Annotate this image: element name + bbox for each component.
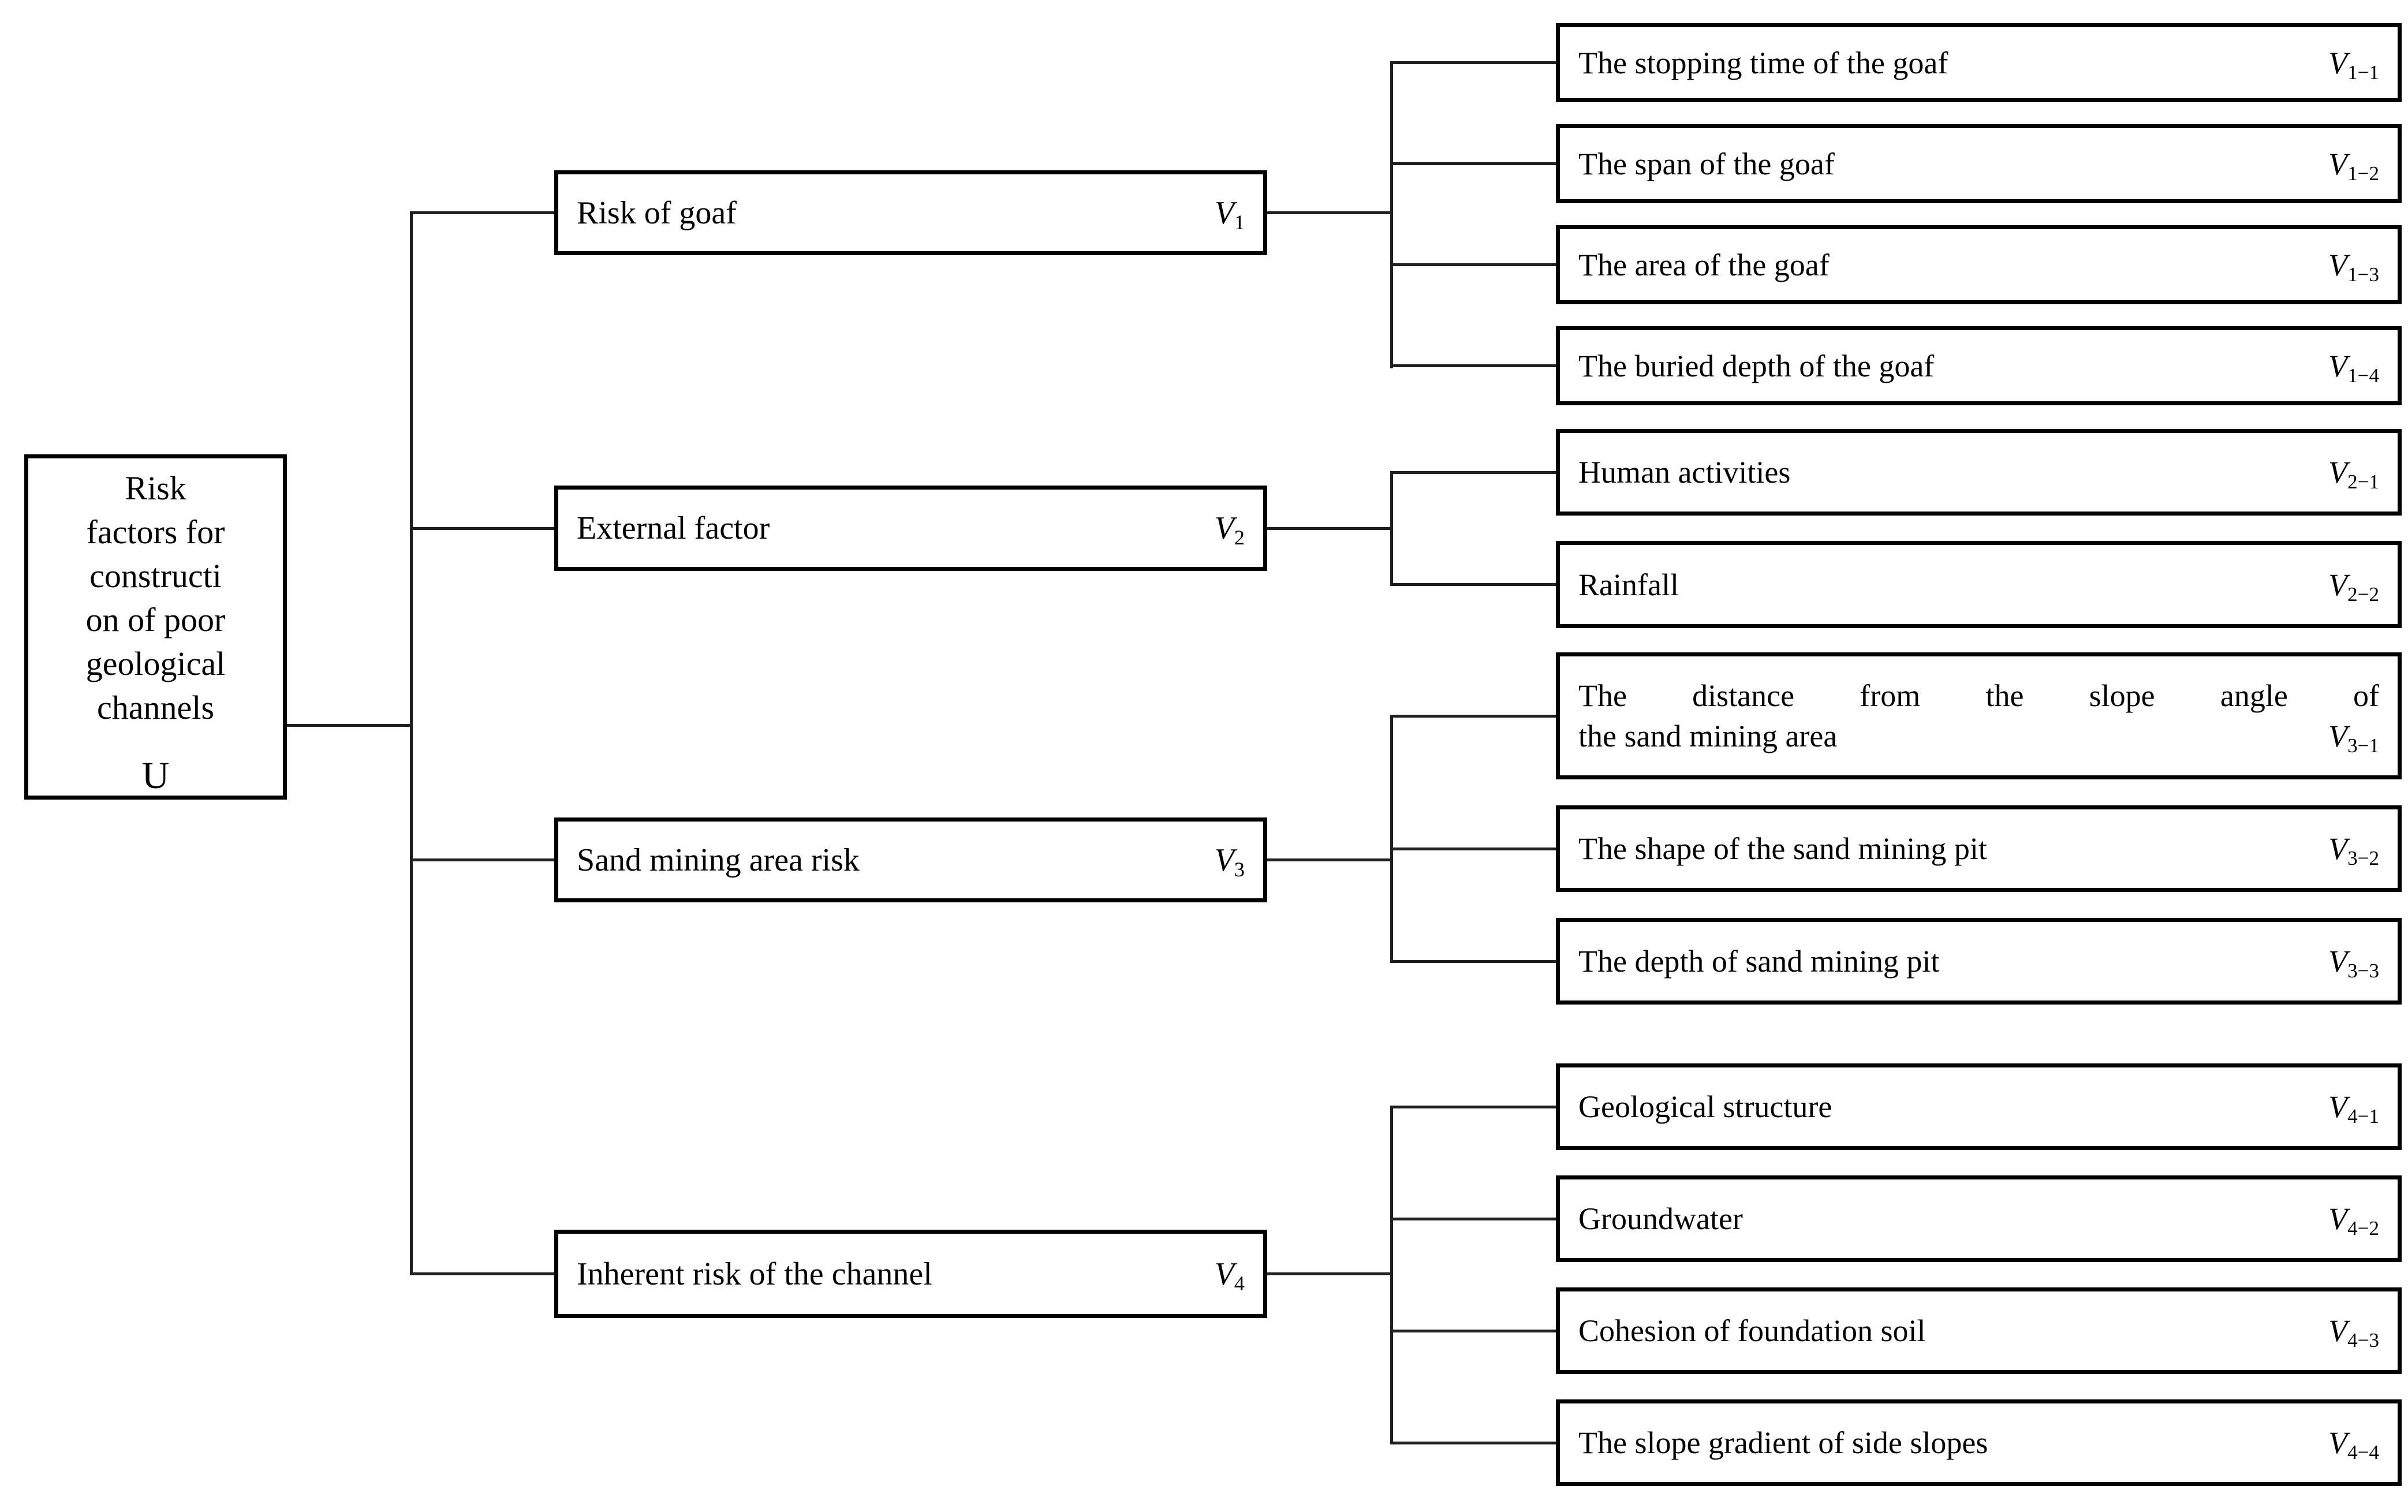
connector-v4-bracket xyxy=(1390,1106,1393,1444)
connector-v1-horizontal xyxy=(1267,211,1393,214)
connector-stub-v1 xyxy=(410,211,555,214)
child-label: The area of the goaf xyxy=(1578,247,1830,282)
child-node-v1-4: The buried depth of the goaf V1−4 xyxy=(1556,326,2402,405)
child-node-v4-1: Geological structure V4−1 xyxy=(1556,1063,2402,1150)
connector-v4-3-stub xyxy=(1390,1330,1557,1332)
child-code: V3−1 xyxy=(2328,719,2379,757)
child-label: The buried depth of the goaf xyxy=(1578,348,1935,383)
child-label: Rainfall xyxy=(1578,567,1679,602)
child-code: V4−4 xyxy=(2328,1425,2379,1464)
child-node-v1-2: The span of the goaf V1−2 xyxy=(1556,124,2402,203)
child-code: V1−2 xyxy=(2328,146,2379,185)
connector-v1-3-stub xyxy=(1390,263,1557,266)
connector-v2-bracket xyxy=(1390,471,1393,585)
root-label-line: Risk xyxy=(125,469,186,507)
connector-v1-2-stub xyxy=(1390,162,1557,165)
child-node-v4-2: Groundwater V4−2 xyxy=(1556,1175,2402,1262)
child-node-v4-4: The slope gradient of side slopes V4−4 xyxy=(1556,1399,2402,1486)
child-code: V3−2 xyxy=(2328,831,2379,869)
connector-stub-v2 xyxy=(410,527,555,530)
parent-node-v4: Inherent risk of the channel V4 xyxy=(554,1230,1267,1318)
child-code: V4−1 xyxy=(2328,1089,2379,1128)
connector-v2-horizontal xyxy=(1267,527,1393,530)
child-node-v3-1: The distance from the slope angle of the… xyxy=(1556,652,2402,779)
child-label: The depth of sand mining pit xyxy=(1578,944,1940,979)
parent-label: Inherent risk of the channel xyxy=(577,1256,932,1292)
child-node-v2-2: Rainfall V2−2 xyxy=(1556,541,2402,628)
child-label: The span of the goaf xyxy=(1578,146,1835,181)
parent-label: Risk of goaf xyxy=(577,195,737,231)
parent-code: V3 xyxy=(1214,842,1245,881)
child-code: V2−2 xyxy=(2328,567,2379,606)
connector-v4-2-stub xyxy=(1390,1218,1557,1220)
root-node-u: Risk factors for constructi on of poor g… xyxy=(24,454,287,800)
parent-label: Sand mining area risk xyxy=(577,842,860,878)
child-node-v2-1: Human activities V2−1 xyxy=(1556,429,2402,516)
child-code: V2−1 xyxy=(2328,455,2379,493)
parent-code: V4 xyxy=(1214,1256,1245,1295)
child-node-v3-2: The shape of the sand mining pit V3−2 xyxy=(1556,805,2402,892)
child-label: The stopping time of the goaf xyxy=(1578,45,1948,80)
child-node-v1-1: The stopping time of the goaf V1−1 xyxy=(1556,23,2402,102)
root-label-line: factors for xyxy=(86,513,225,551)
child-code: V4−3 xyxy=(2328,1313,2379,1352)
child-node-v4-3: Cohesion of foundation soil V4−3 xyxy=(1556,1287,2402,1374)
child-label-line2: the sand mining area xyxy=(1578,719,1838,753)
root-label-line: channels xyxy=(97,689,214,726)
child-label: The slope gradient of side slopes xyxy=(1578,1425,1988,1460)
root-label-line: constructi xyxy=(89,557,222,595)
connector-v3-1-stub xyxy=(1390,715,1557,718)
child-label: Geological structure xyxy=(1578,1089,1832,1124)
connector-v1-4-stub xyxy=(1390,364,1557,367)
parent-node-v3: Sand mining area risk V3 xyxy=(554,817,1267,902)
parent-node-v2: External factor V2 xyxy=(554,486,1267,571)
child-node-v1-3: The area of the goaf V1−3 xyxy=(1556,225,2402,304)
connector-trunk-vertical xyxy=(410,211,413,1275)
child-label-line1: The distance from the slope angle of xyxy=(1578,678,2379,713)
parent-label: External factor xyxy=(577,510,770,546)
connector-v3-3-stub xyxy=(1390,960,1557,963)
parent-code: V1 xyxy=(1214,195,1245,234)
connector-v4-horizontal xyxy=(1267,1272,1393,1275)
child-code: V1−3 xyxy=(2328,247,2379,286)
child-label: Human activities xyxy=(1578,455,1791,490)
connector-v4-1-stub xyxy=(1390,1106,1557,1108)
connector-v1-bracket xyxy=(1390,61,1393,368)
child-label: Groundwater xyxy=(1578,1201,1743,1236)
parent-code: V2 xyxy=(1214,510,1245,550)
child-code: V3−3 xyxy=(2328,944,2379,982)
connector-v3-2-stub xyxy=(1390,848,1557,850)
connector-stub-v3 xyxy=(410,858,555,861)
child-code: V1−1 xyxy=(2328,45,2379,84)
connector-v3-bracket xyxy=(1390,715,1393,962)
parent-node-v1: Risk of goaf V1 xyxy=(554,170,1267,255)
root-code: U xyxy=(141,755,170,797)
child-node-v3-3: The depth of sand mining pit V3−3 xyxy=(1556,918,2402,1005)
connector-v2-1-stub xyxy=(1390,471,1557,474)
connector-v3-horizontal xyxy=(1267,858,1393,861)
child-code: V4−2 xyxy=(2328,1201,2379,1240)
root-label-line: geological xyxy=(85,645,226,682)
connector-stub-v4 xyxy=(410,1272,555,1275)
connector-v4-4-stub xyxy=(1390,1442,1557,1444)
connector-v1-1-stub xyxy=(1390,61,1557,64)
connector-v2-2-stub xyxy=(1390,583,1557,586)
child-label: The shape of the sand mining pit xyxy=(1578,831,1987,866)
child-code: V1−4 xyxy=(2328,348,2379,387)
connector-root-horizontal xyxy=(287,724,411,727)
child-label: Cohesion of foundation soil xyxy=(1578,1313,1926,1348)
root-label-line: on of poor xyxy=(85,601,226,639)
